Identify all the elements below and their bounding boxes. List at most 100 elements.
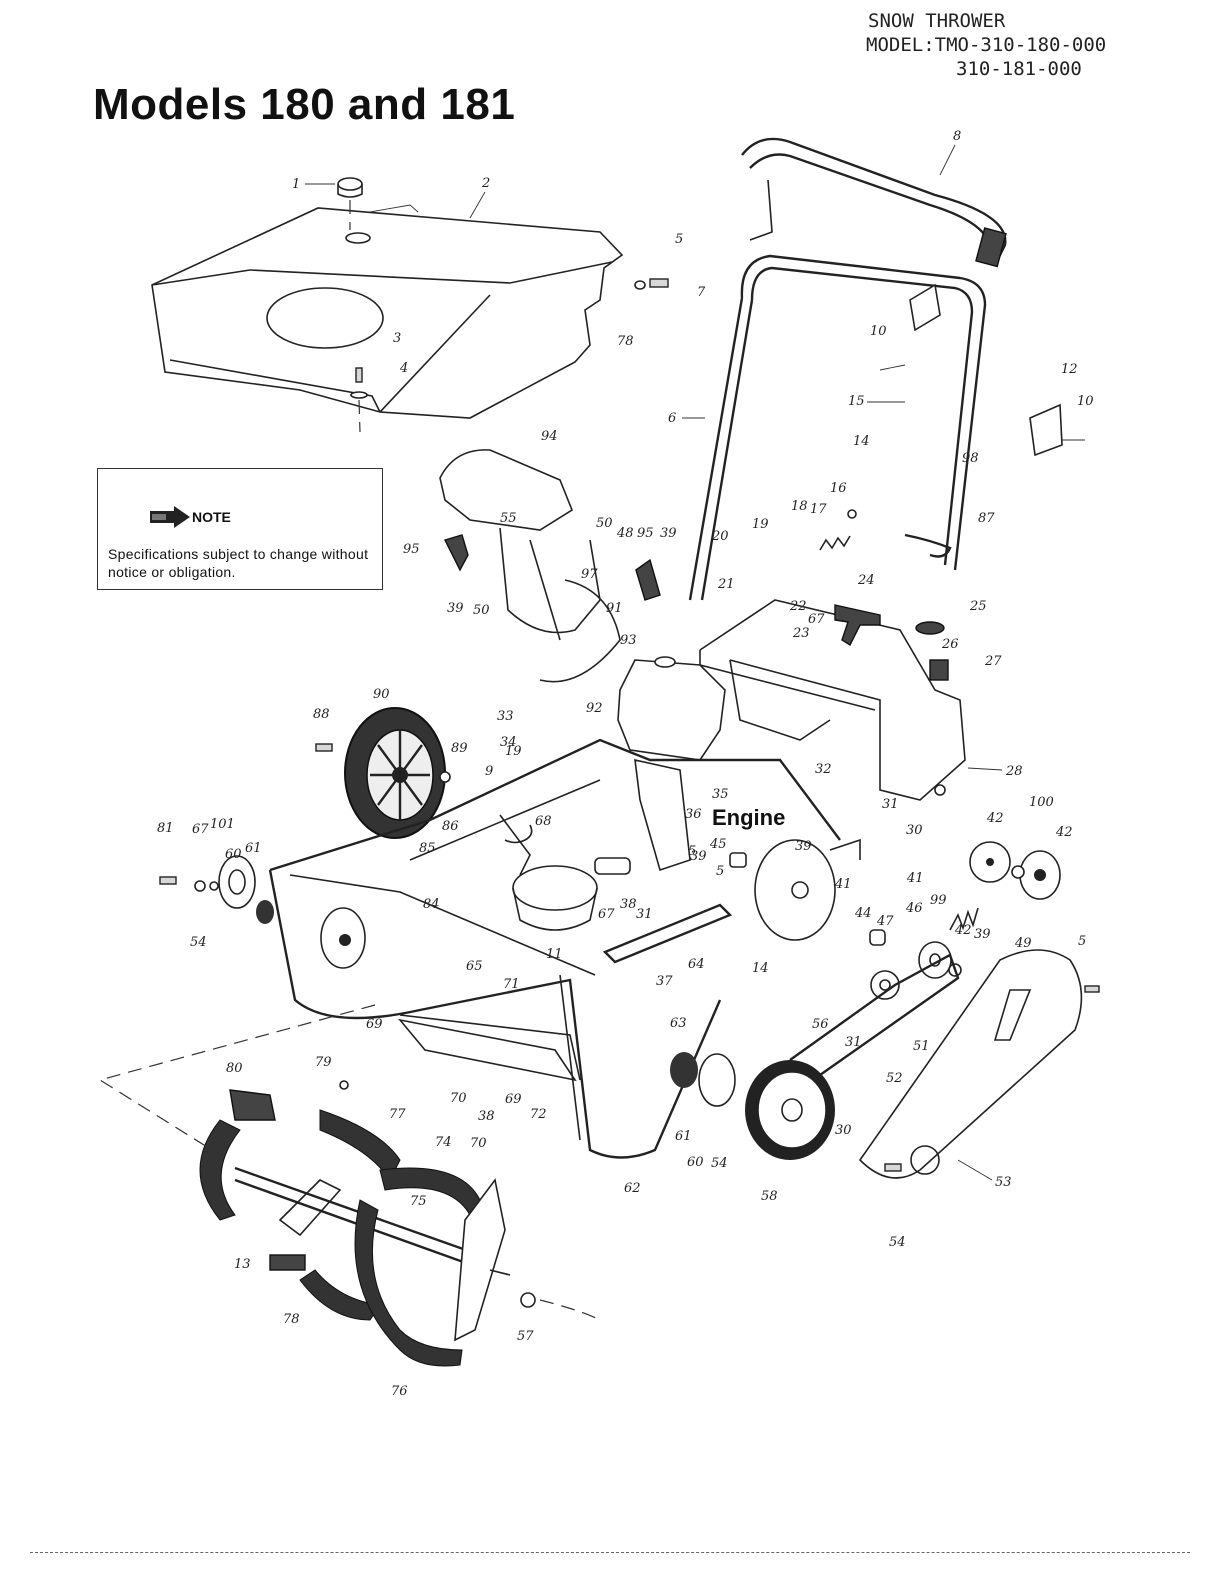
callout-39b: 39 [447, 601, 464, 616]
callout-37: 37 [656, 974, 673, 989]
callout-8: 8 [953, 129, 961, 144]
key [834, 604, 949, 681]
callout-23: 23 [792, 626, 810, 641]
callout-70b: 70 [470, 1136, 487, 1151]
callout-50b: 50 [473, 603, 490, 618]
left-bearing [159, 855, 274, 924]
callout-86: 86 [442, 819, 459, 834]
callout-26: 26 [941, 637, 959, 652]
callout-62: 62 [624, 1181, 641, 1196]
callout-45: 45 [709, 837, 727, 852]
fuel-tank [617, 656, 726, 872]
part-callouts: 1 2 3 4 5 5 5 5 6 7 8 9 10 10 11 12 13 1… [157, 129, 1094, 1399]
callout-42b: 42 [1055, 825, 1073, 840]
callout-46: 46 [905, 901, 923, 916]
callout-9: 9 [485, 764, 493, 779]
bottom-rule [30, 1552, 1190, 1553]
callout-74: 74 [435, 1135, 452, 1150]
callout-12: 12 [1061, 362, 1078, 377]
cover-screw [634, 278, 669, 290]
callout-14b: 14 [752, 961, 769, 976]
callout-34: 34 [500, 735, 517, 750]
callout-17: 17 [810, 502, 827, 517]
callout-3: 3 [393, 331, 401, 346]
callout-54c: 54 [889, 1235, 906, 1250]
control-brackets [879, 283, 1085, 457]
callout-7: 7 [697, 285, 706, 300]
callout-81: 81 [157, 821, 174, 836]
callout-30a: 30 [906, 823, 923, 838]
model-number-2: 310-181-000 [956, 58, 1082, 80]
auger [199, 1089, 536, 1367]
callout-54b: 54 [711, 1156, 728, 1171]
callout-19b: 19 [505, 744, 522, 759]
callout-5d: 5 [1078, 934, 1086, 949]
callout-44: 44 [854, 906, 872, 921]
callout-36: 36 [685, 807, 702, 822]
callout-60b: 60 [687, 1155, 704, 1170]
screw-and-washer [350, 367, 368, 433]
tension-spring [949, 907, 979, 931]
callout-92: 92 [586, 701, 603, 716]
callout-78b: 78 [283, 1312, 300, 1327]
callout-42c: 42 [954, 923, 972, 938]
callout-25: 25 [969, 599, 987, 614]
callout-54a: 54 [190, 935, 207, 950]
callout-11: 11 [546, 947, 563, 962]
callout-84: 84 [423, 897, 440, 912]
callout-10a: 10 [870, 324, 887, 339]
callout-98: 98 [962, 451, 979, 466]
callout-53: 53 [995, 1175, 1012, 1190]
callout-69b: 69 [505, 1092, 522, 1107]
callout-27: 27 [984, 654, 1002, 669]
right-bearing [670, 1052, 736, 1107]
callout-39a: 39 [660, 526, 677, 541]
top-cover [151, 204, 624, 419]
callout-6: 6 [668, 411, 676, 426]
drive-plate [754, 838, 861, 941]
callout-33: 33 [497, 709, 514, 724]
callout-32: 32 [815, 762, 832, 777]
callout-38b: 38 [478, 1109, 495, 1124]
crank-left [443, 534, 469, 572]
note-box: NOTE Specifications subject to change wi… [97, 468, 383, 590]
callout-41b: 41 [834, 877, 852, 892]
callout-99: 99 [930, 893, 947, 908]
callout-95b: 95 [637, 526, 654, 541]
chute-deflector [439, 449, 621, 683]
callout-97: 97 [581, 567, 598, 582]
callout-28: 28 [1005, 764, 1023, 779]
callout-65: 65 [466, 959, 483, 974]
spring [819, 509, 857, 551]
callout-49: 49 [1014, 936, 1032, 951]
callout-78a: 78 [617, 334, 634, 349]
wheel-bolt [315, 743, 333, 752]
callout-69a: 69 [366, 1017, 383, 1032]
callout-64: 64 [688, 957, 705, 972]
callout-60a: 60 [225, 847, 242, 862]
idler-pulleys [869, 929, 962, 1000]
callout-93: 93 [620, 633, 637, 648]
callout-21: 21 [717, 577, 735, 592]
belt-guide [499, 814, 598, 931]
callout-76: 76 [391, 1384, 408, 1399]
callout-67c: 67 [598, 907, 615, 922]
callout-80: 80 [226, 1061, 243, 1076]
callout-55: 55 [500, 511, 517, 526]
wheel [344, 707, 446, 839]
callout-47: 47 [876, 914, 894, 929]
callout-10b: 10 [1077, 394, 1094, 409]
auger-pulley [745, 1060, 835, 1160]
callout-39c: 39 [690, 849, 707, 864]
auger-dash-path-2 [539, 1299, 601, 1321]
product-line: SNOW THROWER [868, 10, 1006, 32]
callout-85: 85 [419, 841, 436, 856]
callout-61b: 61 [675, 1129, 692, 1144]
callout-57: 57 [517, 1329, 534, 1344]
spacer [594, 857, 631, 875]
fuel-cap [337, 177, 363, 230]
callout-30b: 30 [835, 1123, 852, 1138]
callout-71: 71 [503, 977, 520, 992]
callout-20: 20 [711, 529, 729, 544]
